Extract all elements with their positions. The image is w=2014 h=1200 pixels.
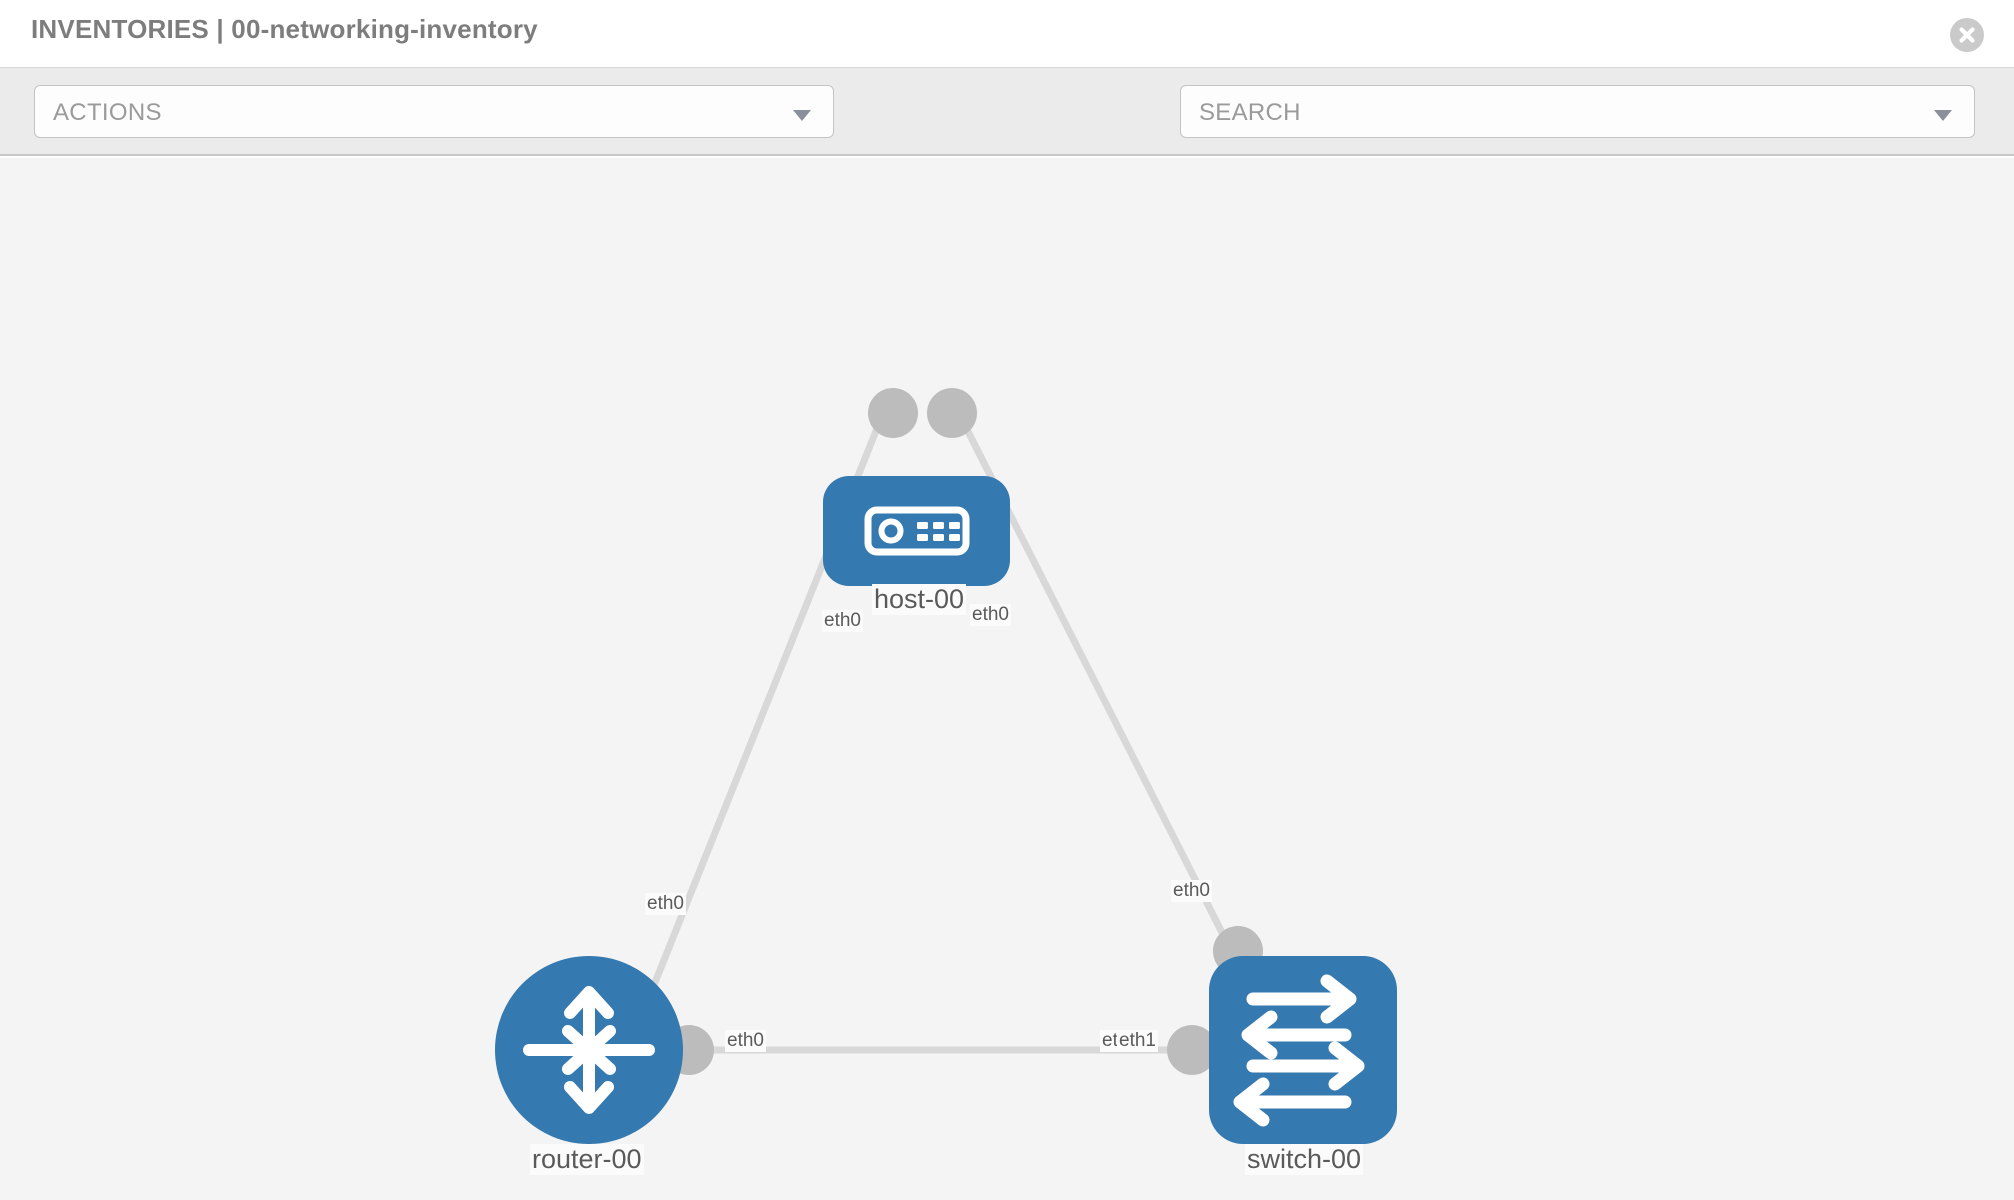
toolbar: ACTIONS SEARCH [0,68,2014,195]
switch-icon [1233,974,1365,1127]
connector-endpoint [927,388,977,438]
chevron-down-icon [1934,110,1952,121]
node-host-00 [823,476,1010,586]
connector-endpoint [868,388,918,438]
page-title: INVENTORIES | 00-networking-inventory [31,14,538,44]
server-icon [864,506,970,556]
iface-label: eth0 [725,1030,766,1052]
iface-label: eth0 [822,610,863,632]
router-icon [523,986,655,1114]
actions-dropdown-label: ACTIONS [53,99,162,126]
chevron-down-icon [793,110,811,121]
connector-endpoint [1167,1025,1217,1075]
node-switch-00 [1209,956,1397,1144]
node-label-switch-00: switch-00 [1245,1144,1364,1175]
node-router-00 [495,956,683,1144]
search-input[interactable]: SEARCH [1180,85,1975,138]
iface-label: eth0 [1171,880,1212,902]
title-bar: INVENTORIES | 00-networking-inventory [0,0,2014,68]
iface-label: eth0 [970,604,1011,626]
actions-dropdown[interactable]: ACTIONS [34,85,834,138]
topology-graph [495,388,1397,1144]
close-icon[interactable] [1950,18,1984,52]
topology-canvas[interactable]: eth0 eth0 eth0 eth0 eth0 eth0 eth1 host-… [0,158,2014,1200]
iface-label: eth1 [1117,1030,1158,1052]
iface-label: eth0 [645,893,686,915]
search-placeholder-label: SEARCH [1199,99,1301,126]
node-label-router-00: router-00 [530,1144,644,1175]
node-label-host-00: host-00 [872,584,967,615]
